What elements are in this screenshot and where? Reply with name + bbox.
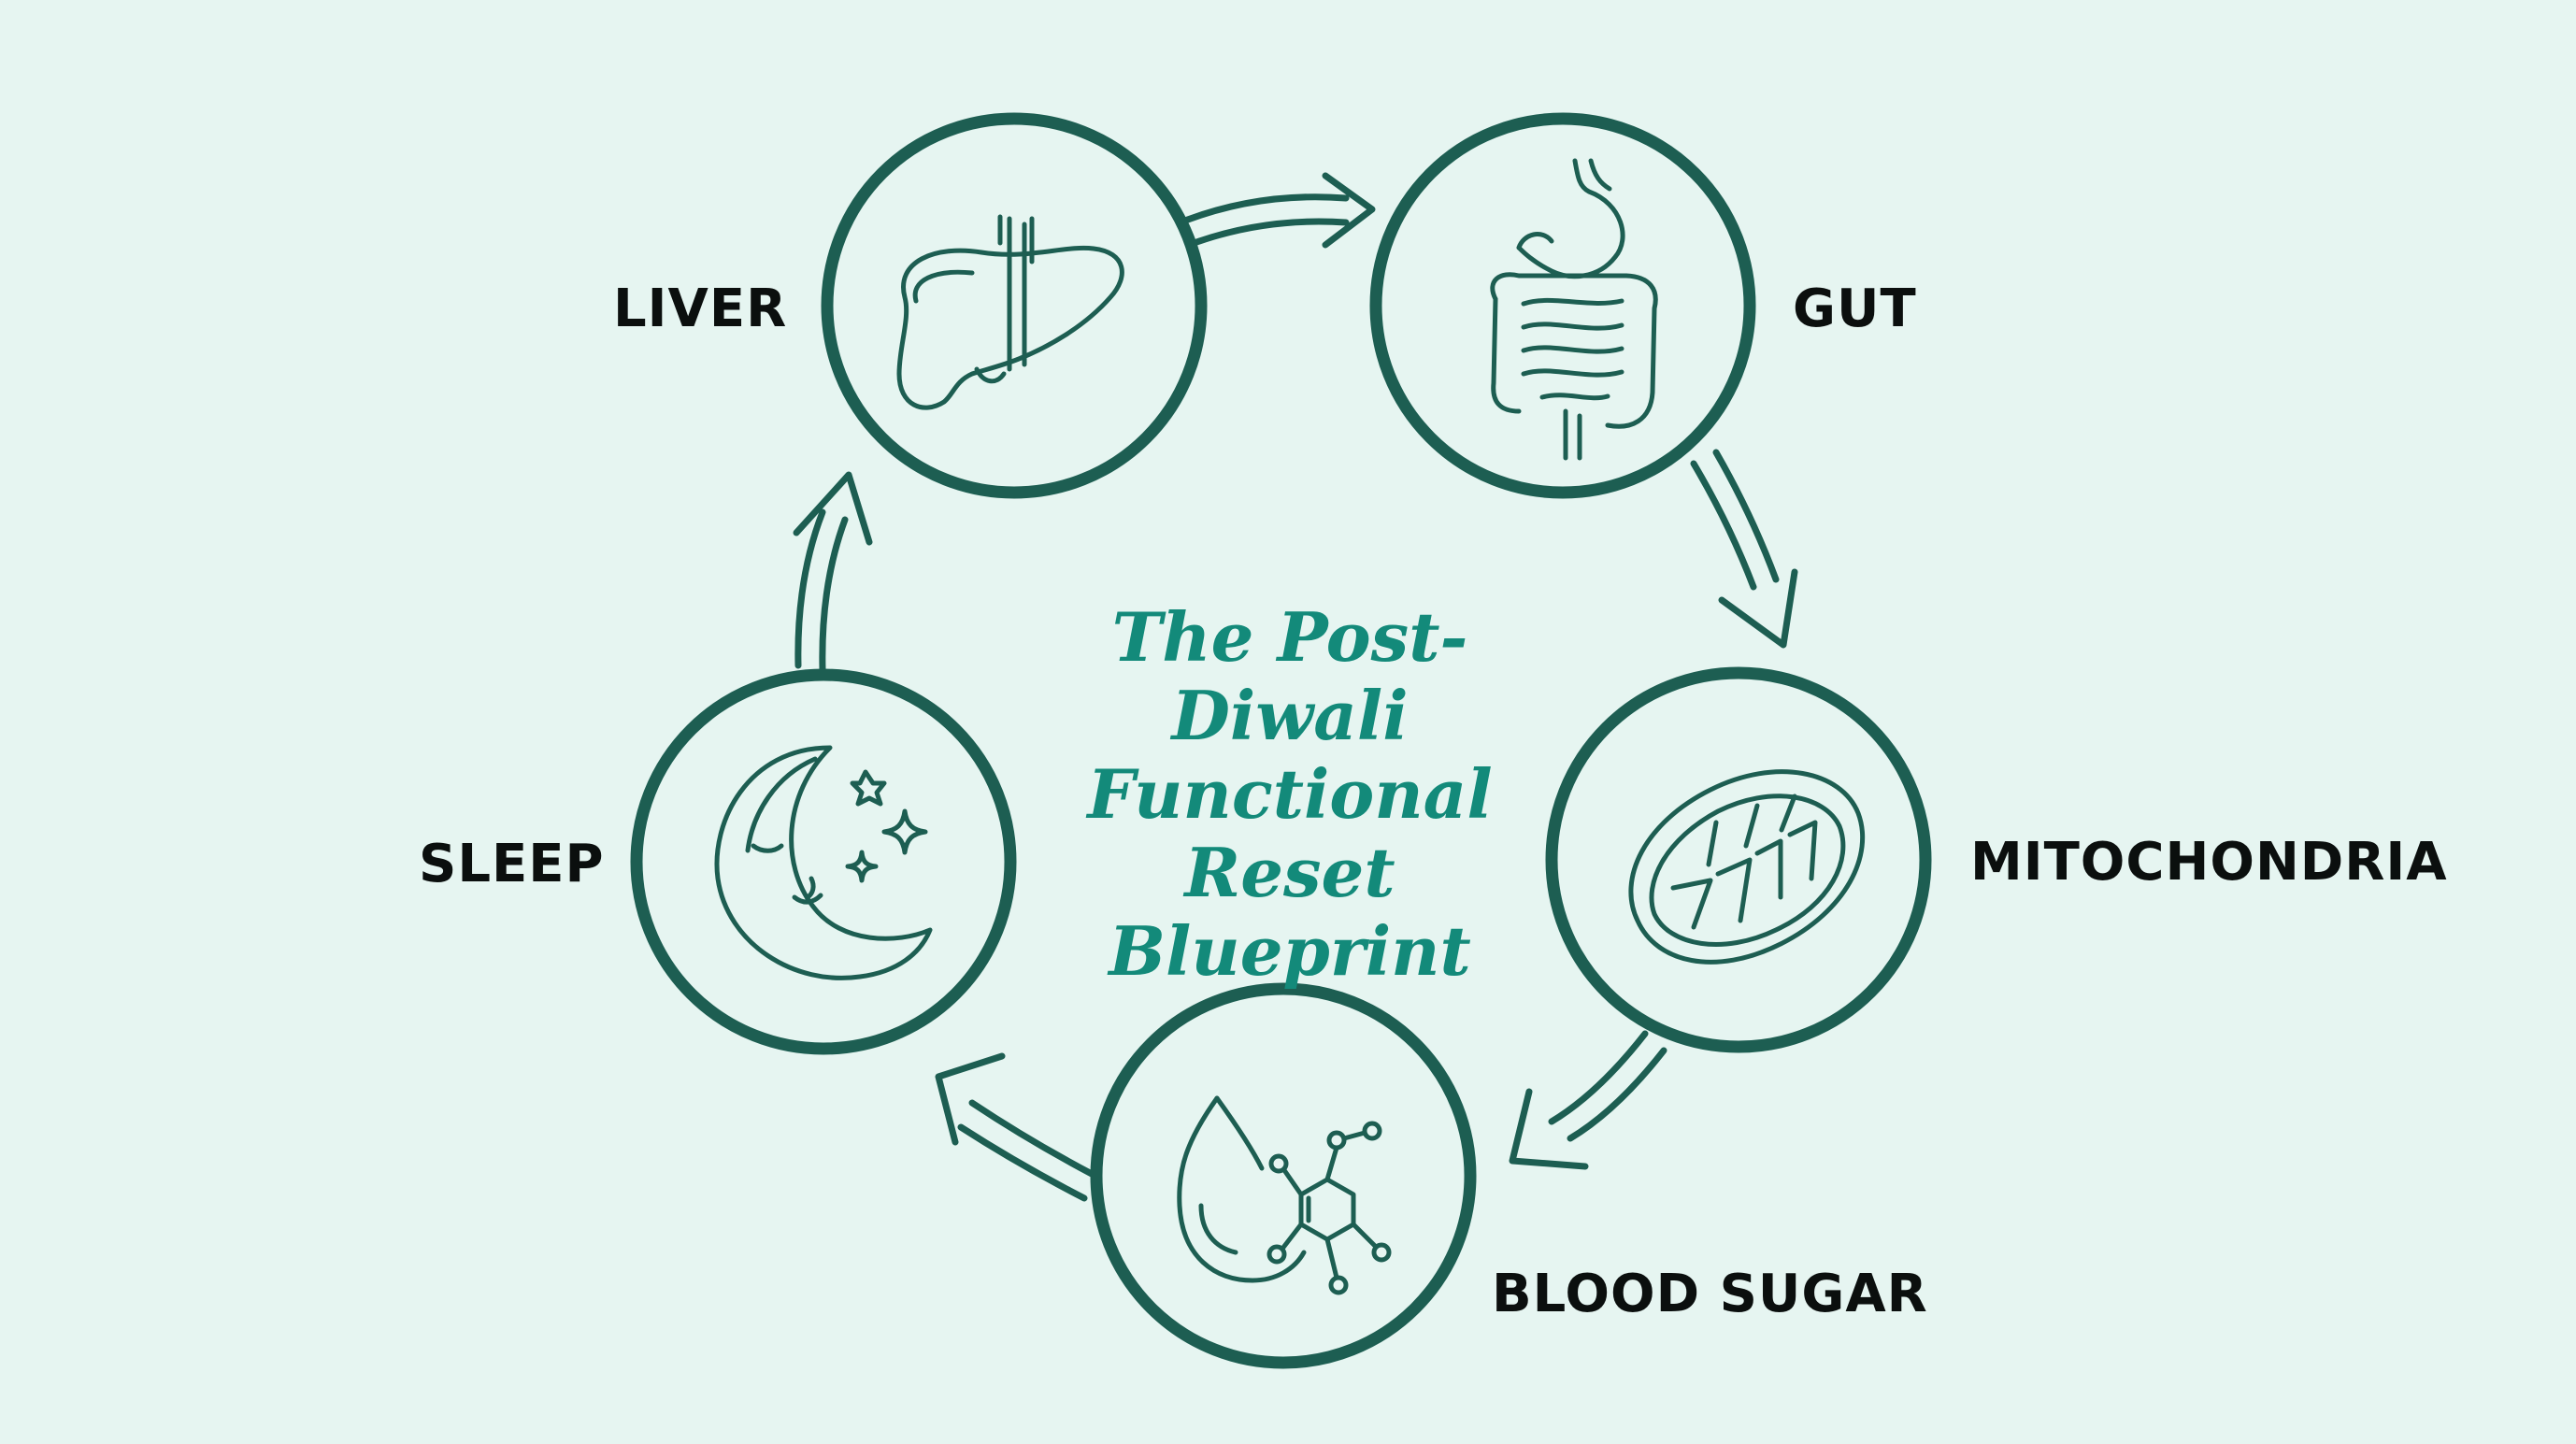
liver-circle [821, 112, 1208, 499]
arrow-bloodsugar-to-sleep [935, 1052, 1095, 1202]
sleep-circle [630, 668, 1017, 1055]
arrow-gut-to-mitochondria [1690, 449, 1798, 649]
node-label-liver: LIVER [613, 279, 788, 339]
node-label-gut: GUT [1793, 279, 1917, 339]
title-line-2: Functional Reset [1087, 754, 1493, 912]
moon-stars-icon [714, 745, 933, 980]
mitochondria-icon [1628, 769, 1866, 965]
gut-circle [1369, 112, 1756, 499]
blood-sugar-circle [1090, 982, 1477, 1369]
blood-sugar-icon [1177, 1095, 1392, 1295]
node-label-sleep: SLEEP [419, 834, 605, 894]
mitochondria-circle [1545, 666, 1932, 1053]
node-label-blood-sugar: BLOOD SUGAR [1492, 1264, 1928, 1324]
title-line-1: The Post-Diwali [1111, 597, 1468, 755]
diagram-title: The Post-Diwali Functional Reset Bluepri… [1009, 598, 1570, 991]
node-label-mitochondria: MITOCHONDRIA [1970, 832, 2448, 893]
arrow-liver-to-gut [1181, 172, 1376, 249]
arrow-sleep-to-liver [793, 471, 873, 673]
liver-icon [896, 214, 1124, 410]
gut-icon [1490, 158, 1658, 461]
arrow-mitochondria-to-bloodsugar [1509, 1030, 1667, 1170]
title-line-3: Blueprint [1109, 911, 1471, 991]
